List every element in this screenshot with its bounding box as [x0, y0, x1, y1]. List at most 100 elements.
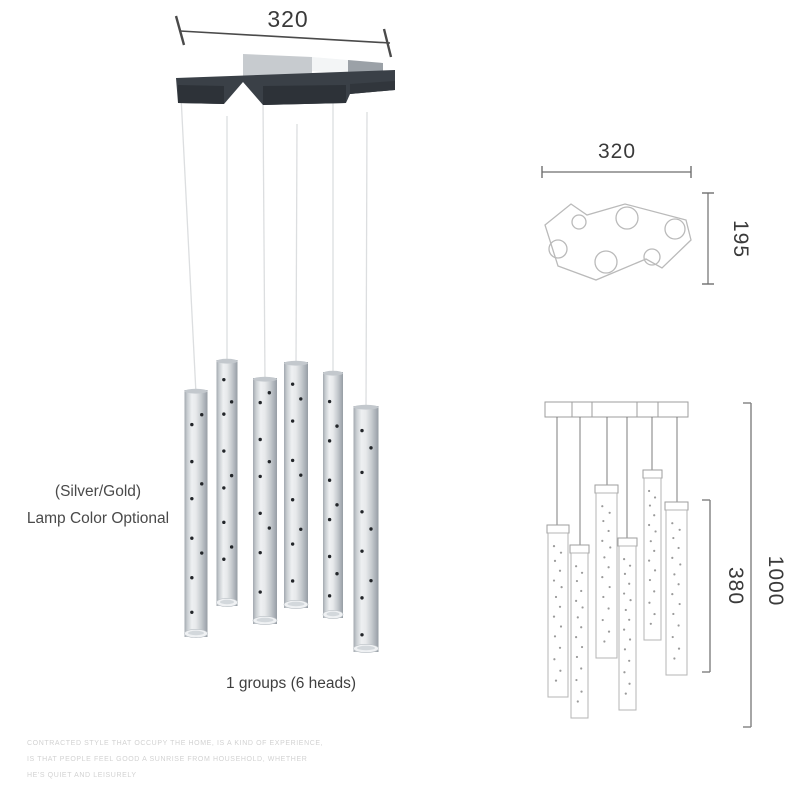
side-view-dot — [552, 579, 556, 582]
led-hole-dot — [229, 473, 234, 478]
side-view-dot — [580, 571, 584, 574]
side-view-dot — [607, 607, 610, 610]
side-view-dot — [653, 549, 656, 553]
side-view-dot — [553, 559, 557, 562]
led-hole-dot — [190, 459, 194, 464]
side-view-dot — [673, 657, 676, 660]
side-view-dot — [653, 612, 656, 616]
led-hole-dot — [222, 557, 226, 561]
side-view-dot — [581, 606, 584, 609]
lamp-color-note-line2: Lamp Color Optional — [26, 510, 170, 527]
ceiling-canopy-render — [176, 54, 395, 105]
led-hole-dot — [190, 576, 194, 580]
side-view-tube — [617, 537, 638, 711]
side-view-tubes — [546, 469, 689, 719]
led-hole-dot — [290, 382, 295, 386]
led-hole-dot — [190, 496, 194, 501]
led-hole-dot — [258, 550, 262, 555]
led-hole-dot — [369, 446, 373, 450]
led-hole-dot — [267, 391, 272, 395]
tube-cap-outline — [642, 469, 663, 479]
side-view-dot — [671, 635, 674, 639]
led-hole-dot — [222, 412, 226, 416]
lamp-position-circle — [664, 218, 686, 240]
top-view-depth-value: 195 — [729, 220, 752, 258]
led-hole-dot — [200, 482, 204, 486]
side-view-dot — [580, 690, 583, 693]
side-view-dot — [629, 599, 632, 602]
led-hole-dot — [335, 503, 339, 507]
canopy-width-dimension: 320 — [174, 6, 393, 58]
side-view-dot — [553, 658, 556, 661]
footer-line: IS THAT PEOPLE FEEL GOOD A SUNRISE FROM … — [27, 756, 308, 763]
side-view-dot — [559, 625, 563, 628]
side-view-tube — [664, 501, 689, 676]
led-hole-dot — [290, 458, 295, 463]
side-view-tube — [642, 469, 663, 641]
side-view-dot — [628, 564, 632, 567]
led-hole-dot — [200, 551, 204, 555]
side-view-dot — [671, 556, 674, 559]
side-view-tube — [594, 484, 619, 659]
side-view-dot — [608, 585, 611, 589]
side-view-dot — [558, 569, 562, 572]
lamp-position-circle — [615, 206, 639, 230]
side-view-dot — [653, 514, 656, 517]
side-view-tube — [569, 544, 590, 719]
side-view-dot — [602, 519, 605, 523]
pendant-tube — [252, 376, 278, 625]
side-view-dot — [560, 586, 563, 589]
pendant-tube — [283, 360, 309, 609]
tube-cap-outline — [546, 524, 570, 534]
side-view-dot — [679, 563, 682, 566]
pendant-tubes-render — [184, 358, 379, 653]
side-view-dot — [552, 545, 556, 548]
led-hole-dot — [327, 399, 332, 404]
side-view-dot — [678, 602, 681, 606]
side-view-dot — [648, 504, 652, 507]
led-hole-dot — [190, 422, 194, 427]
side-view-dot — [558, 605, 562, 608]
lamp-position-circle — [571, 214, 587, 230]
side-view-dot — [607, 529, 610, 533]
led-hole-dot — [369, 578, 373, 583]
canopy-width-value: 320 — [267, 6, 308, 32]
side-view-dot — [558, 646, 562, 649]
side-view-dot — [559, 669, 562, 672]
led-hole-dot — [335, 572, 339, 576]
side-view-dot — [580, 667, 583, 670]
top-view-diagram: 320 195 — [541, 140, 752, 285]
side-view-dot — [677, 583, 680, 586]
side-view-tube — [546, 524, 570, 698]
top-view-width-value: 320 — [598, 140, 636, 163]
side-view-dot — [580, 589, 583, 593]
led-hole-dot — [258, 474, 262, 479]
tube-cap-outline — [664, 501, 689, 511]
led-hole-dot — [299, 527, 303, 531]
group-caption: 1 groups (6 heads) — [225, 675, 357, 692]
pendant-tube — [353, 404, 379, 653]
led-hole-dot — [222, 520, 226, 525]
overall-height-value: 1000 — [764, 556, 787, 607]
side-view-dot — [575, 579, 579, 583]
side-view-dot — [601, 576, 604, 579]
side-view-dot — [672, 536, 675, 540]
side-view-dot — [575, 636, 578, 639]
dim-tick-left — [174, 15, 186, 46]
canopy-front-middle — [263, 85, 346, 105]
side-view-dot — [623, 558, 626, 561]
suspension-wire — [365, 111, 368, 411]
side-view-dot — [607, 630, 611, 633]
side-view-dot — [649, 540, 652, 543]
side-view-dot — [677, 624, 680, 627]
side-view-dot — [648, 559, 651, 562]
tube-cap-outline — [617, 537, 638, 547]
led-hole-dot — [258, 437, 262, 442]
led-hole-dot — [360, 510, 364, 514]
side-view-dot — [623, 592, 626, 595]
side-view-dot — [648, 523, 651, 527]
led-hole-dot — [360, 470, 364, 475]
led-hole-dot — [222, 449, 226, 453]
led-hole-dot — [335, 424, 339, 428]
